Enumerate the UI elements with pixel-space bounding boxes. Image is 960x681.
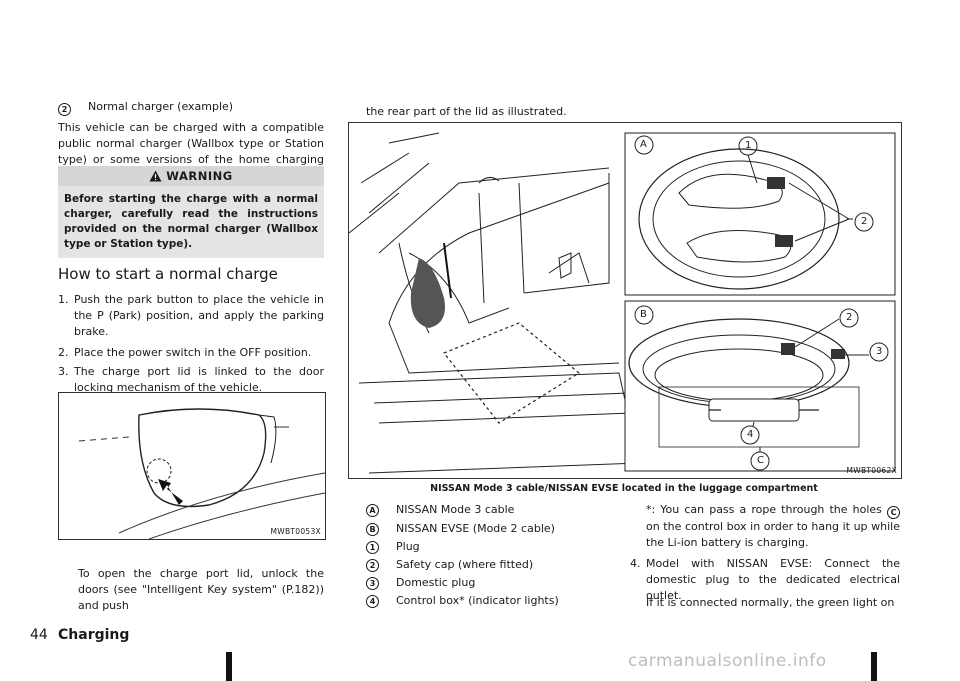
step-text: Model with NISSAN EVSE: Connect the dome… — [646, 557, 900, 602]
label-1: 1 — [745, 140, 752, 151]
crop-bar-left — [226, 652, 232, 681]
charge-port-illustration — [78, 408, 326, 540]
step-text: Push the park button to place the vehicl… — [74, 293, 324, 338]
figure-caption: NISSAN Mode 3 cable/NISSAN EVSE located … — [430, 483, 818, 494]
label-4: 4 — [747, 429, 754, 440]
warning-header: WARNING — [58, 166, 324, 186]
step-number: 1. — [58, 293, 69, 306]
warning-icon — [149, 168, 162, 188]
callout-marker: 2 — [58, 103, 71, 116]
callout-marker: 4 — [366, 595, 379, 608]
watermark: carmanualsonline.info — [628, 651, 827, 671]
label-3: 3 — [876, 346, 883, 357]
legend-text: Safety cap (where fitted) — [396, 558, 534, 571]
step-number: 4. — [630, 557, 641, 570]
callout-marker: A — [366, 504, 379, 517]
page-number: 44 — [30, 627, 48, 643]
luggage-figure: A 1 2 B 2 3 4 C MWBT0062X — [348, 122, 902, 479]
callout-marker: 2 — [366, 559, 379, 572]
figure-code: MWBT0053X — [270, 527, 321, 536]
footnote-text-post: on the control box in order to hang it u… — [646, 520, 900, 549]
warning-box: WARNING Before starting the charge with … — [58, 166, 324, 258]
legend-text: Plug — [396, 540, 420, 553]
luggage-compartment-illustration — [348, 132, 896, 474]
step-number: 2. — [58, 346, 69, 359]
charge-port-figure: MWBT0053X — [58, 392, 326, 540]
section-heading: How to start a normal charge — [58, 265, 278, 283]
label-2b: 2 — [846, 312, 853, 323]
crop-bar-right — [871, 652, 877, 681]
legend-text: NISSAN Mode 3 cable — [396, 503, 515, 516]
step-text: The charge port lid is linked to the doo… — [74, 365, 324, 394]
step-text: Place the power switch in the OFF positi… — [74, 346, 312, 359]
label-2: 2 — [861, 216, 868, 227]
label-a: A — [640, 139, 647, 150]
item2-text: Normal charger (example) — [88, 100, 234, 113]
legend-text: Control box* (indicator lights) — [396, 594, 559, 607]
warning-title: WARNING — [166, 169, 233, 183]
continued-text: the rear part of the lid as illustrated. — [366, 105, 567, 118]
legend-text: NISSAN EVSE (Mode 2 cable) — [396, 522, 555, 535]
callout-marker: 3 — [366, 577, 379, 590]
item2-line: 2 Normal charger (example) — [58, 99, 324, 116]
label-b: B — [640, 309, 647, 320]
callout-marker: 1 — [366, 541, 379, 554]
footnote-text-pre: *: You can pass a rope through the holes — [646, 503, 882, 516]
section-title: Charging — [58, 627, 130, 643]
legend-text: Domestic plug — [396, 576, 476, 589]
step4-continued: If it is connected normally, the green l… — [646, 596, 895, 609]
step-number: 3. — [58, 365, 69, 378]
after-figure-text: To open the charge port lid, unlock the … — [78, 567, 324, 612]
callout-marker: B — [366, 523, 379, 536]
warning-text: Before starting the charge with a normal… — [64, 193, 318, 250]
figure-code: MWBT0062X — [846, 466, 897, 475]
callout-marker: C — [887, 506, 901, 519]
label-c: C — [757, 455, 764, 466]
footnote-paragraph: *: You can pass a rope through the holes… — [646, 502, 901, 551]
